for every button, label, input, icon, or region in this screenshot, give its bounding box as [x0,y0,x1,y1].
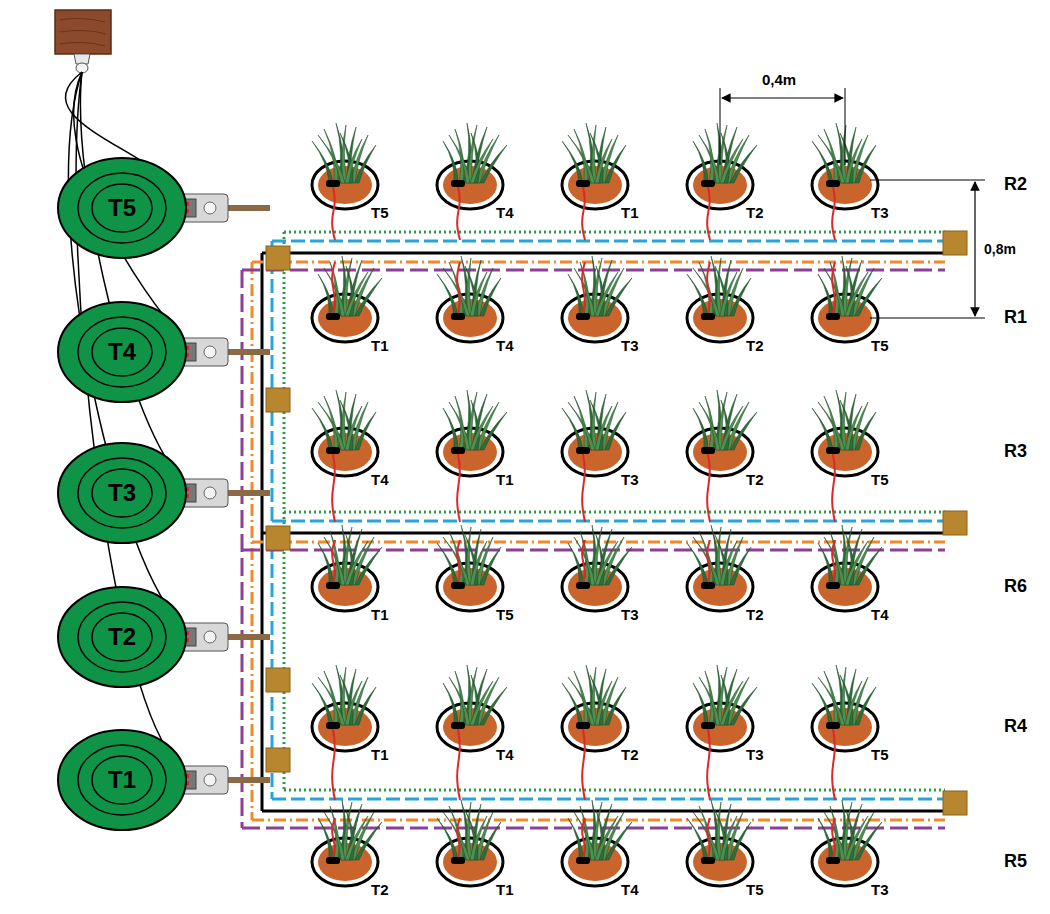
plant-treatment-label: T4 [371,472,389,487]
plant-treatment-label: T1 [496,882,514,897]
plant-treatment-label: T5 [871,338,889,353]
plant-treatment-label: T1 [496,472,514,487]
dimension-label: 0,8m [984,242,1016,256]
dimension-label: 0,4m [762,72,796,87]
plant-treatment-label: T2 [746,338,764,353]
plant-treatment-label: T4 [871,607,889,622]
valve-controllers [178,194,270,794]
plant-treatment-label: T1 [371,607,389,622]
tank-label: T4 [108,338,136,366]
plant-treatment-label: T1 [621,205,639,220]
tank-label: T5 [108,194,136,222]
plant-pots [312,123,882,886]
row-label: R2 [1004,175,1027,193]
plant-treatment-label: T3 [621,338,639,353]
plant-treatment-label: T5 [496,607,514,622]
water-tank: T1 [56,728,188,832]
plant-treatment-label: T2 [746,607,764,622]
plant-treatment-label: T4 [496,205,514,220]
water-tank: T3 [56,441,188,545]
power-box [55,10,111,73]
plant-treatment-label: T3 [871,205,889,220]
plant-treatment-label: T2 [621,747,639,762]
water-tank: T4 [56,300,188,404]
plant-treatment-label: T4 [496,747,514,762]
water-tank: T2 [56,585,188,689]
plant-treatment-label: T2 [746,472,764,487]
plant-treatment-label: T4 [496,338,514,353]
row-label: R5 [1004,852,1027,870]
plant-treatment-label: T1 [371,747,389,762]
plant-treatment-label: T5 [871,472,889,487]
plant-treatment-label: T5 [746,882,764,897]
plant-treatment-label: T3 [621,607,639,622]
plant-treatment-label: T2 [746,205,764,220]
row-label: R4 [1004,717,1027,735]
plant-treatment-label: T5 [371,205,389,220]
row-label: R6 [1004,577,1027,595]
tank-label: T3 [108,479,136,507]
plant-treatment-label: T3 [871,882,889,897]
plant-treatment-label: T3 [746,747,764,762]
row-label: R3 [1004,442,1027,460]
drip-pipes [242,231,967,828]
plant-treatment-label: T4 [621,882,639,897]
plant-treatment-label: T5 [871,747,889,762]
row-label: R1 [1004,308,1027,326]
tank-label: T1 [108,766,136,794]
water-tank: T5 [56,156,188,260]
dimension-lines [720,88,985,318]
plant-treatment-label: T2 [371,882,389,897]
plant-treatment-label: T1 [371,338,389,353]
plant-treatment-label: T3 [621,472,639,487]
tank-label: T2 [108,623,136,651]
